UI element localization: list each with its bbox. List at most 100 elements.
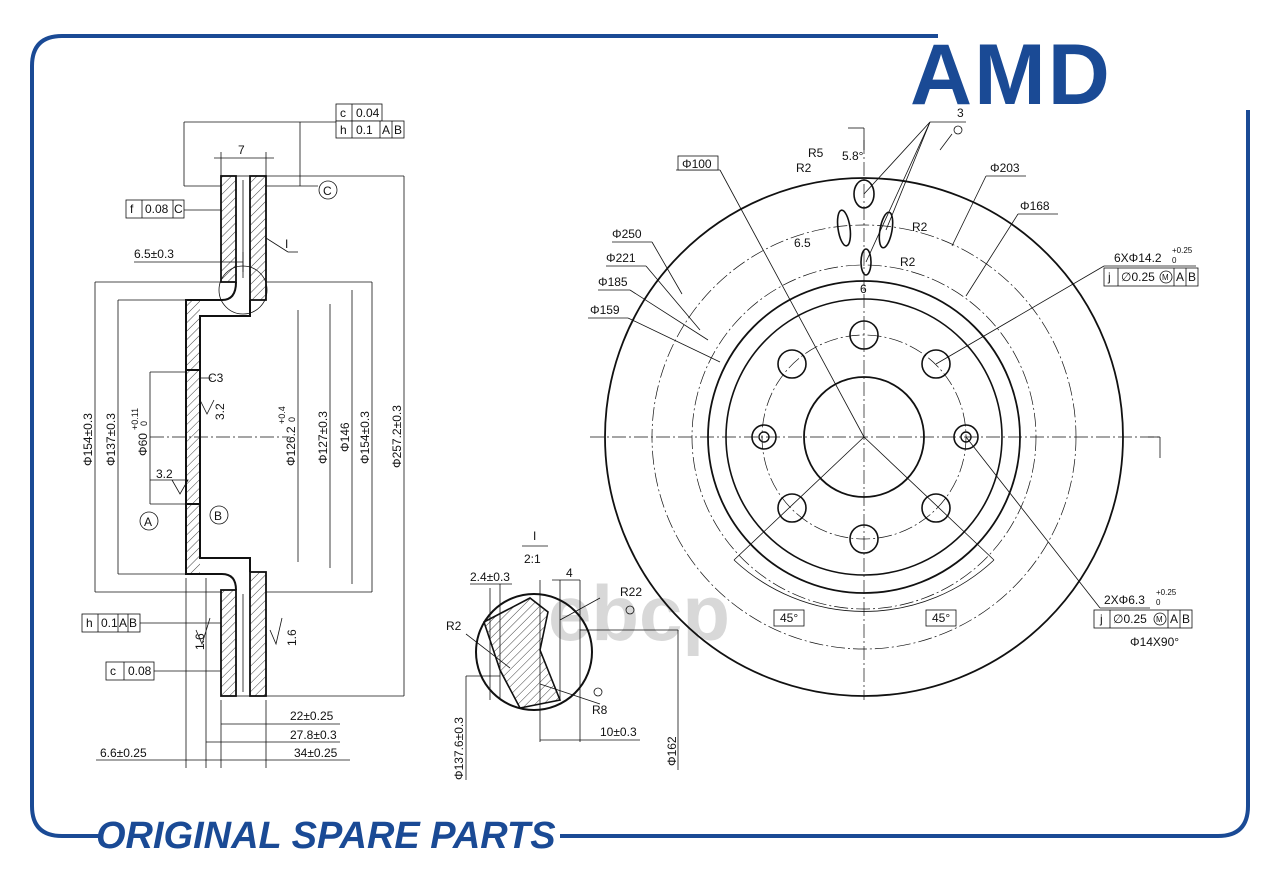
- detail-r22: R22: [620, 585, 642, 599]
- dia-126: Φ126.2: [284, 426, 298, 466]
- dia-137: Φ137±0.3: [104, 413, 118, 466]
- svg-text:A: A: [1176, 270, 1184, 284]
- len-27-8: 27.8±0.3: [290, 728, 337, 742]
- svg-text:+0.25: +0.25: [1156, 588, 1177, 597]
- svg-text:0: 0: [1156, 598, 1161, 607]
- datum-a: A: [144, 515, 152, 529]
- footer-slogan: ORIGINAL SPARE PARTS: [96, 815, 556, 857]
- fcf-position-2: j ∅0.25 M A B: [1093, 609, 1193, 629]
- bolt-holes: [751, 320, 979, 554]
- svg-text:0.08: 0.08: [145, 202, 169, 216]
- svg-text:h: h: [86, 616, 93, 630]
- svg-text:0.04: 0.04: [356, 106, 380, 120]
- svg-text:0.1: 0.1: [101, 616, 118, 630]
- section-view: c 0.04 h 0.1 A B f 0.08 C h 0.1: [81, 103, 405, 768]
- dia-154-left: Φ154±0.3: [81, 413, 95, 466]
- svg-text:c: c: [110, 664, 116, 678]
- vent-dim-6: 6: [860, 282, 867, 296]
- watermark: ebcp: [548, 569, 730, 657]
- detail-r8: R8: [592, 703, 608, 717]
- fcf-flatness: f 0.08 C: [125, 199, 185, 219]
- dia-127: Φ127±0.3: [316, 411, 330, 464]
- detail-dia-137-6: Φ137.6±0.3: [452, 717, 466, 780]
- dia-154-right: Φ154±0.3: [358, 411, 372, 464]
- vent-r5: R5: [808, 146, 824, 160]
- hat-outer: [707, 280, 1021, 594]
- inner-plate-upper: [249, 175, 267, 301]
- fcf-runout: h 0.1 A B: [81, 613, 221, 633]
- detail-view: I 2:1 2.4±0.3 4 R22 R2 R8 10±0.3 Φ137.6±…: [446, 529, 679, 780]
- dia-100: Φ100: [682, 157, 712, 171]
- svg-text:0: 0: [287, 417, 297, 422]
- svg-text:A: A: [1170, 612, 1178, 626]
- svg-text:+0.4: +0.4: [277, 406, 287, 424]
- roughness-2: 3.2: [213, 403, 227, 420]
- vent-count-3: 3: [957, 106, 964, 120]
- width-top: 7: [238, 143, 245, 157]
- roughness-1: 3.2: [156, 467, 173, 481]
- dia-250: Φ250: [612, 227, 642, 241]
- dia-146: Φ146: [338, 422, 352, 452]
- holes-2x: 2XΦ6.3: [1104, 593, 1145, 607]
- svg-text:B: B: [1182, 612, 1190, 626]
- svg-text:M: M: [1156, 615, 1163, 624]
- dia-203: Φ203: [990, 161, 1020, 175]
- hat-inner: [725, 298, 1003, 576]
- detail-dim-2-4: 2.4±0.3: [470, 570, 510, 584]
- fcf-parallel: c 0.08: [105, 661, 221, 681]
- outer-rim: [604, 177, 1124, 697]
- detail-label: I: [533, 529, 536, 543]
- offset-dim: 6.5±0.3: [134, 247, 174, 261]
- svg-text:B: B: [394, 123, 402, 137]
- svg-text:0.08: 0.08: [128, 664, 152, 678]
- svg-text:C: C: [174, 202, 183, 216]
- vent-r2-a: R2: [796, 161, 812, 175]
- dia-outer: Φ257.2±0.3: [390, 405, 404, 468]
- roughness-4: 1.6: [285, 629, 299, 646]
- holes-6x: 6XΦ14.2: [1114, 251, 1162, 265]
- datum-c: C: [323, 184, 332, 198]
- len-34: 34±0.25: [294, 746, 338, 760]
- svg-text:0: 0: [1172, 256, 1177, 265]
- svg-text:c: c: [340, 106, 346, 120]
- front-view: j ∅0.25 M A B j ∅0.25 M A B Φ100 45° 45°: [588, 106, 1199, 700]
- brand-logo: AMD: [910, 27, 1112, 123]
- centre-bore: [803, 376, 925, 498]
- angle-45-left: 45°: [780, 611, 798, 625]
- datum-b: B: [214, 509, 222, 523]
- svg-text:+0.11: +0.11: [130, 408, 140, 430]
- svg-text:h: h: [340, 123, 347, 137]
- detail-ref: I: [285, 237, 288, 251]
- angle-45-right: 45°: [932, 611, 950, 625]
- svg-text:M: M: [1162, 273, 1169, 282]
- vent-angle: 5.8°: [842, 149, 864, 163]
- svg-text:A: A: [382, 123, 390, 137]
- dia-185: Φ185: [598, 275, 628, 289]
- dia-60: Φ60: [136, 433, 150, 456]
- dia-221: Φ221: [606, 251, 636, 265]
- vent-dim-6-5: 6.5: [794, 236, 811, 250]
- detail-scale: 2:1: [524, 552, 541, 566]
- dia-168: Φ168: [1020, 199, 1050, 213]
- detail-dim-4: 4: [566, 566, 573, 580]
- countersink: Φ14X90°: [1130, 635, 1179, 649]
- svg-text:0: 0: [139, 421, 149, 426]
- vent-r2-b: R2: [912, 220, 928, 234]
- detail-dia-162: Φ162: [665, 736, 679, 766]
- svg-text:j: j: [1107, 270, 1111, 284]
- len-6-6: 6.6±0.25: [100, 746, 147, 760]
- svg-text:+0.25: +0.25: [1172, 246, 1193, 255]
- dia-159: Φ159: [590, 303, 620, 317]
- svg-text:∅0.25: ∅0.25: [1121, 270, 1155, 284]
- detail-dim-10: 10±0.3: [600, 725, 637, 739]
- len-22: 22±0.25: [290, 709, 334, 723]
- sheet-border: [30, 34, 1250, 838]
- svg-text:f: f: [130, 202, 134, 216]
- outer-plate-lower: [220, 589, 237, 697]
- fcf-top: c 0.04 h 0.1 A B: [335, 103, 405, 139]
- svg-text:B: B: [129, 616, 137, 630]
- svg-text:A: A: [119, 616, 127, 630]
- svg-text:j: j: [1099, 612, 1103, 626]
- vent-r2-c: R2: [900, 255, 916, 269]
